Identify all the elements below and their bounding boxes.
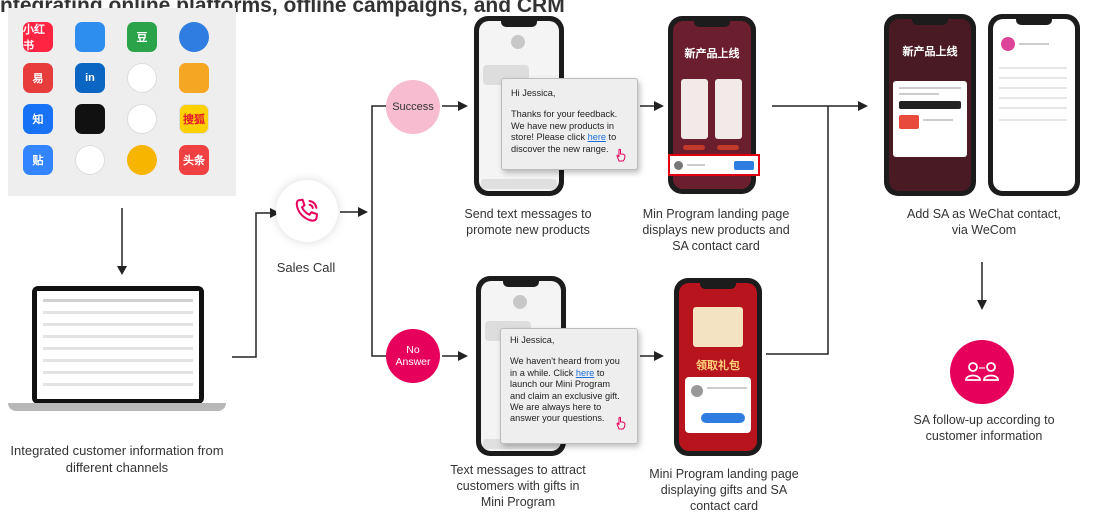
merge-connector xyxy=(766,101,868,355)
success-sms-body: Thanks for your feedback. We have new pr… xyxy=(511,109,618,143)
noanswer-sms-link[interactable]: here xyxy=(575,367,595,378)
success-sms-link[interactable]: here xyxy=(587,132,606,143)
star-icon xyxy=(127,145,157,175)
douban-icon: 豆 xyxy=(127,22,157,52)
arrow-right-icon xyxy=(442,351,468,361)
channel-icon-cell xyxy=(122,104,162,134)
success-sms-greeting: Hi Jessica, xyxy=(511,88,556,98)
channel-icon-cell: 搜狐 xyxy=(174,104,214,134)
aperture-icon xyxy=(127,104,157,134)
success-sms-body-end: to discover the new range. xyxy=(511,132,617,154)
success-sms-caption: Send text messages to promote new produc… xyxy=(464,207,592,237)
channel-icons-grid: 小红书 豆易 in 知 搜狐贴 头条 xyxy=(18,22,214,175)
noanswer-sms-greeting: Hi Jessica, xyxy=(510,335,555,345)
noanswer-sms-caption: Text messages to attract customers with … xyxy=(450,463,586,509)
channel-icon-cell xyxy=(122,145,162,175)
sa-contact-card-highlight xyxy=(668,154,760,176)
noanswer-sms-body-end: to launch our Mini Program and claim an … xyxy=(510,367,620,424)
zhihu-icon: 知 xyxy=(23,104,53,134)
arrow-down-icon xyxy=(977,262,987,310)
xiaohongshu-icon: 小红书 xyxy=(23,22,53,52)
sales-call-label: Sales Call xyxy=(276,260,336,275)
toutiao-icon: 头条 xyxy=(179,145,209,175)
sa-people-icon xyxy=(965,362,999,381)
channel-icon-cell xyxy=(70,145,110,175)
no-answer-badge: No Answer xyxy=(386,329,440,383)
noanswer-sms-body: We haven't heard from you in a while. Cl… xyxy=(510,356,620,378)
sales-call-circle xyxy=(276,180,338,242)
wechat-phone-left: 新产品上线 xyxy=(884,14,976,196)
arrow-right-icon xyxy=(640,101,664,111)
noanswer-landing-title: 领取礼包 xyxy=(696,360,740,372)
kuaishou-icon xyxy=(179,63,209,93)
channel-icon-cell: 知 xyxy=(18,104,58,134)
laptop-crm xyxy=(8,286,226,426)
arrow-right-icon xyxy=(340,207,368,217)
tiktok-icon xyxy=(75,104,105,134)
channel-icon-cell: 头条 xyxy=(174,145,214,175)
noanswer-landing-caption: Mini Program landing page displaying gif… xyxy=(649,467,799,513)
channel-icon-cell: 小红书 xyxy=(18,22,58,52)
tap-hand-icon xyxy=(616,148,626,162)
followup-caption: SA follow-up according to customer infor… xyxy=(913,413,1055,443)
channel-icon-cell: 贴 xyxy=(18,145,58,175)
qq-icon xyxy=(75,145,105,175)
tieba-icon: 贴 xyxy=(23,145,53,175)
wechat-phone-right xyxy=(988,14,1080,196)
channel-icon-cell: in xyxy=(70,63,110,93)
noanswer-landing-phone: 领取礼包 xyxy=(674,278,762,456)
yixin-icon: 易 xyxy=(23,63,53,93)
success-landing-caption: Min Program landing page displays new pr… xyxy=(642,207,790,253)
arrow-down-icon xyxy=(117,208,127,275)
followup-circle xyxy=(950,340,1014,404)
channel-icon-cell xyxy=(174,63,214,93)
tap-hand-icon xyxy=(616,416,626,430)
wechat-screen-title: 新产品上线 xyxy=(902,46,958,58)
sohu-icon: 搜狐 xyxy=(179,104,209,134)
feige-icon xyxy=(75,22,105,52)
wechat-caption: Add SA as WeChat contact, via WeCom xyxy=(906,207,1062,237)
mail-icon xyxy=(179,22,209,52)
success-badge: Success xyxy=(386,80,440,134)
linkedin-icon: in xyxy=(75,63,105,93)
channel-icon-cell: 易 xyxy=(18,63,58,93)
channels-caption: Integrated customer information from dif… xyxy=(10,443,224,475)
channel-icons-panel: 小红书 豆易 in 知 搜狐贴 头条 xyxy=(8,8,236,196)
connector-to-sales-call xyxy=(232,208,280,358)
success-landing-title: 新产品上线 xyxy=(684,48,740,60)
phone-call-icon xyxy=(295,198,318,222)
channel-icon-cell xyxy=(122,63,162,93)
channel-icon-cell: 豆 xyxy=(122,22,162,52)
branch-connector xyxy=(371,105,388,357)
arrow-right-icon xyxy=(442,101,468,111)
channel-icon-cell xyxy=(70,104,110,134)
noanswer-sms-bubble: Hi Jessica, We haven't heard from you in… xyxy=(500,328,638,444)
arrow-right-icon xyxy=(640,351,664,361)
success-sms-bubble: Hi Jessica, Thanks for your feedback. We… xyxy=(501,78,638,170)
channel-icon-cell xyxy=(174,22,214,52)
channel-icon-cell xyxy=(70,22,110,52)
weibo-icon xyxy=(127,63,157,93)
